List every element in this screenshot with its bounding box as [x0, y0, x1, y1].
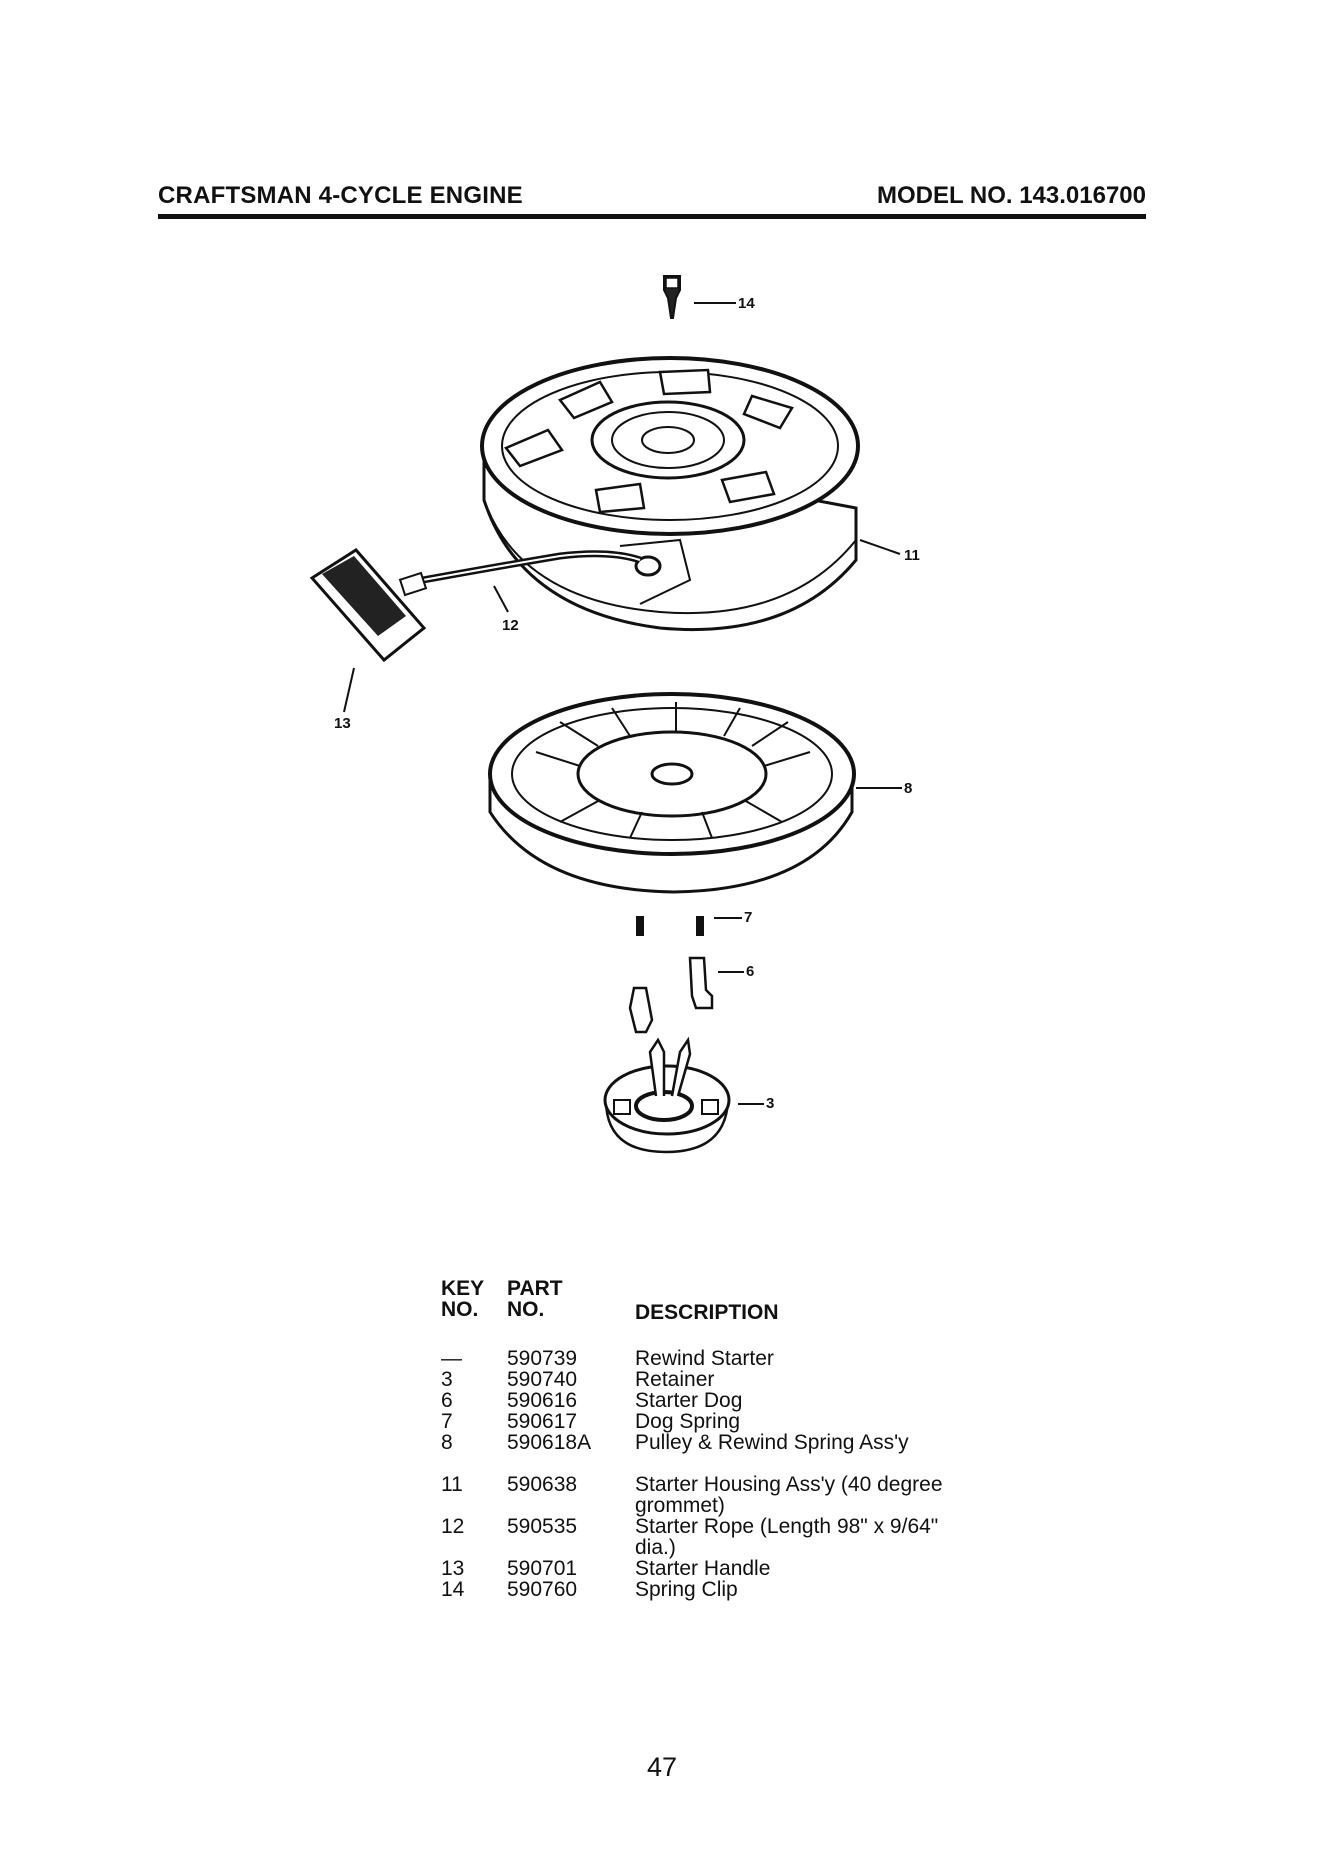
- dog-spring-left-drawing: [636, 916, 644, 936]
- header-part-line2: NO.: [507, 1298, 545, 1321]
- header-rule: [158, 214, 1146, 219]
- row-part-number: 590535: [507, 1515, 578, 1538]
- table-row: 12 590535 Starter Rope (Length 98" x 9/6…: [441, 1516, 961, 1558]
- row-part-number: 590638: [507, 1473, 578, 1496]
- row-key: 11: [441, 1473, 463, 1496]
- callout-12: 12: [502, 617, 519, 634]
- row-part-number: 590740: [507, 1368, 578, 1391]
- row-key: 6: [441, 1389, 453, 1412]
- row-description: Dog Spring: [635, 1410, 741, 1433]
- page-number: 47: [646, 1752, 678, 1782]
- header-key-line2: NO.: [441, 1298, 479, 1321]
- table-row: 13 590701 Starter Handle: [441, 1558, 961, 1579]
- table-row: 11 590638 Starter Housing Ass'y (40 degr…: [441, 1474, 961, 1516]
- table-row: 7 590617 Dog Spring: [441, 1411, 961, 1432]
- parts-table-header: KEY NO. PART NO. DESCRIPTION: [441, 1278, 961, 1328]
- row-description: Rewind Starter: [635, 1347, 774, 1370]
- diagram-svg: 14: [309, 275, 920, 1154]
- starter-dog-right-drawing: [688, 956, 714, 1010]
- header-model-number: MODEL NO. 143.016700: [876, 182, 1146, 209]
- row-key: 12: [441, 1515, 465, 1538]
- exploded-parts-diagram: 14: [0, 240, 1324, 1180]
- header-title: CRAFTSMAN 4-CYCLE ENGINE: [158, 182, 523, 209]
- row-part-number: 590701: [507, 1557, 578, 1580]
- callout-line-12: [493, 585, 509, 613]
- row-description: Retainer: [635, 1368, 715, 1391]
- callout-11: 11: [904, 547, 920, 564]
- row-part-number: 590760: [507, 1578, 578, 1601]
- table-row: 6 590616 Starter Dog: [441, 1390, 961, 1411]
- row-description: Starter Rope (Length 98" x 9/64" dia.): [635, 1515, 939, 1559]
- header-part-line1: PART: [507, 1277, 563, 1300]
- callout-8: 8: [904, 780, 912, 797]
- retainer-drawing: [603, 1036, 731, 1154]
- row-key: 3: [441, 1368, 453, 1391]
- row-description: Starter Dog: [635, 1389, 743, 1412]
- starter-housing-drawing: [480, 356, 860, 632]
- row-key: 7: [441, 1410, 453, 1433]
- table-row: — 590739 Rewind Starter: [441, 1348, 961, 1369]
- table-row: 14 590760 Spring Clip: [441, 1579, 961, 1600]
- row-part-number: 590618A: [507, 1431, 592, 1454]
- row-description: Starter Housing Ass'y (40 degree grommet…: [635, 1473, 943, 1517]
- callout-7: 7: [744, 909, 752, 926]
- callout-13: 13: [334, 715, 351, 732]
- callout-14: 14: [738, 295, 755, 312]
- row-key: 8: [441, 1431, 453, 1454]
- pulley-drawing: [488, 692, 856, 894]
- row-description: Pulley & Rewind Spring Ass'y: [635, 1431, 909, 1454]
- parts-list-table: KEY NO. PART NO. DESCRIPTION — 590739 Re…: [441, 1278, 961, 1600]
- callout-3: 3: [766, 1095, 774, 1112]
- row-key: 13: [441, 1557, 465, 1580]
- row-description: Starter Handle: [635, 1557, 771, 1580]
- header-key-line1: KEY: [441, 1277, 485, 1300]
- callout-line-13: [343, 667, 355, 713]
- callout-6: 6: [746, 963, 754, 980]
- table-row: 3 590740 Retainer: [441, 1369, 961, 1390]
- header-description: DESCRIPTION: [635, 1301, 779, 1324]
- starter-dog-left-drawing: [628, 986, 654, 1034]
- row-part-number: 590739: [507, 1347, 578, 1370]
- row-key: —: [441, 1347, 462, 1370]
- callout-line-11: [859, 539, 901, 555]
- row-part-number: 590617: [507, 1410, 578, 1433]
- dog-spring-right-drawing: [696, 916, 704, 936]
- spring-clip-drawing: [663, 275, 681, 319]
- row-description: Spring Clip: [635, 1578, 738, 1601]
- table-row: 8 590618A Pulley & Rewind Spring Ass'y: [441, 1432, 961, 1474]
- row-key: 14: [441, 1578, 465, 1601]
- row-part-number: 590616: [507, 1389, 578, 1412]
- starter-handle-drawing: [309, 548, 428, 663]
